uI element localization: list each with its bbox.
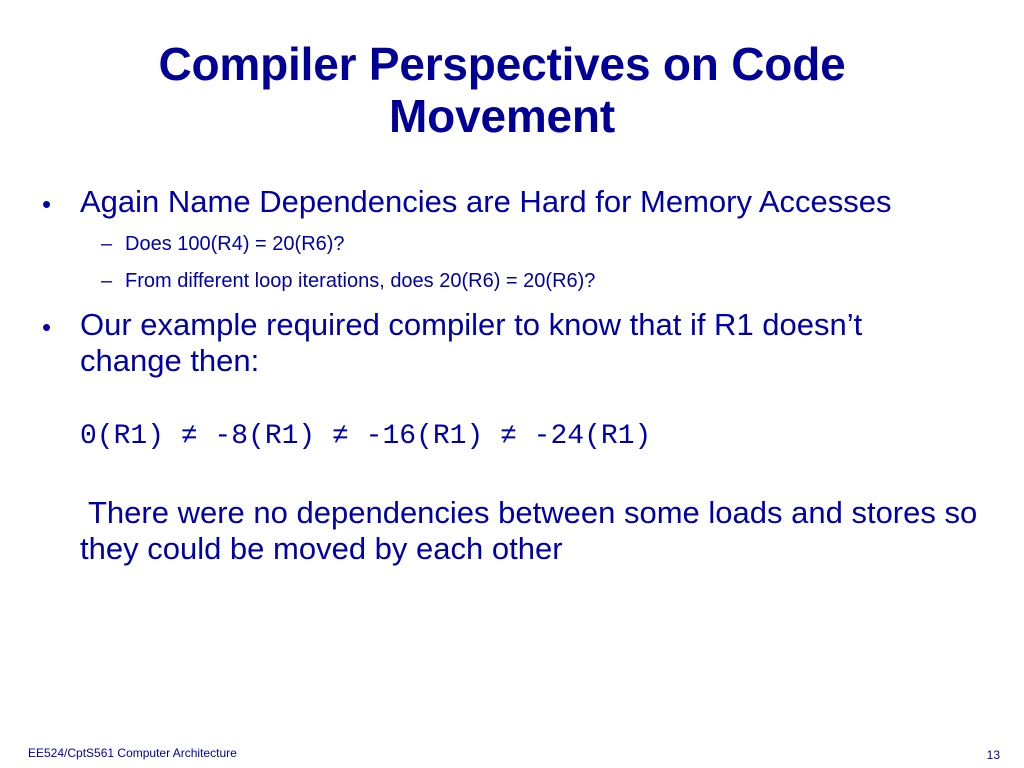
code-expression: 0(R1) ≠ -8(R1) ≠ -16(R1) ≠ -24(R1) — [80, 421, 652, 452]
sub-bullet-1-text: Does 100(R4) = 20(R6)? — [125, 233, 345, 255]
slide-title: Compiler Perspectives on Code Movement — [60, 38, 944, 142]
sub-bullet-2-text: From different loop iterations, does 20(… — [125, 270, 596, 292]
bullet-1-text: Again Name Dependencies are Hard for Mem… — [80, 184, 892, 219]
footer-course: EE524/CptS561 Computer Architecture — [28, 746, 237, 760]
footer-page-number: 13 — [986, 748, 1000, 762]
bullet-2-text: Our example required compiler to know th… — [80, 307, 863, 378]
title-line-2: Movement — [389, 90, 615, 142]
bullet-marker: • — [42, 189, 52, 219]
bullet-marker: • — [42, 312, 52, 342]
sub-bullet-marker: – — [101, 233, 113, 255]
conclusion-text: There were no dependencies between some … — [80, 495, 978, 566]
sub-bullet-marker: – — [101, 270, 113, 292]
conclusion-paragraph: There were no dependencies between some … — [80, 495, 980, 567]
title-line-1: Compiler Perspectives on Code — [158, 38, 846, 90]
